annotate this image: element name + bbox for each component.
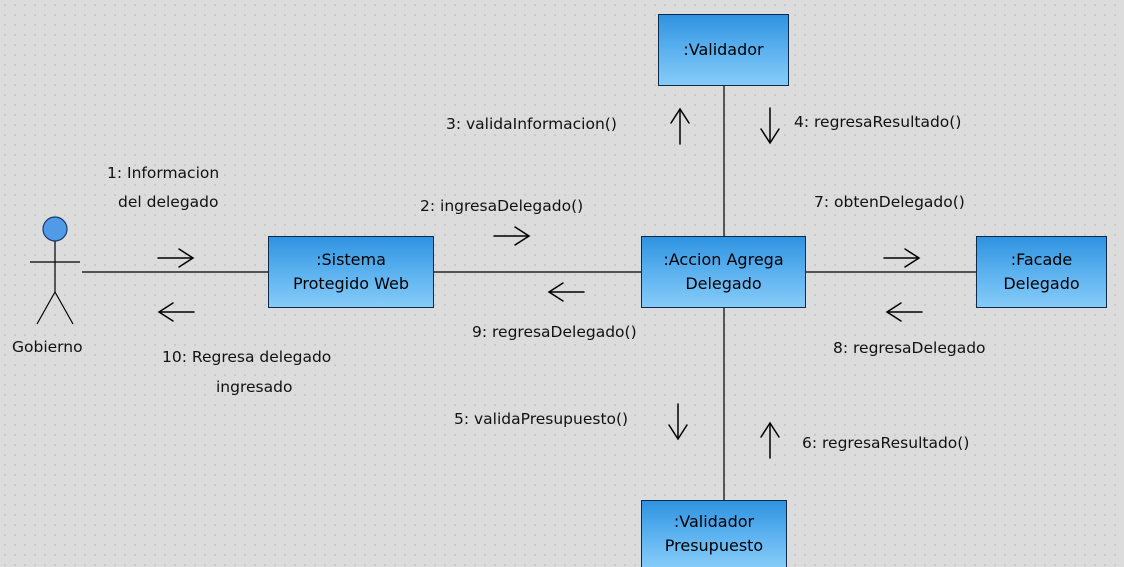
message-7-arrow-right-icon: [883, 248, 921, 268]
message-6-label: 6: regresaResultado(): [802, 434, 970, 452]
object-validador-presupuesto-line1: :Validador: [673, 512, 755, 531]
message-3-arrow-up-icon: [670, 107, 690, 145]
object-accion-agrega-delegado[interactable]: :Accion Agrega Delegado: [641, 236, 806, 308]
message-10-label-line1: 10: Regresa delegado: [162, 348, 332, 366]
message-2-label: 2: ingresaDelegado(): [420, 197, 584, 215]
actor-gobierno-label: Gobierno: [12, 338, 83, 356]
message-6-arrow-up-icon: [760, 421, 780, 459]
message-4-arrow-down-icon: [760, 107, 780, 145]
actor-head: [42, 216, 68, 242]
message-3-label: 3: validaInformacion(): [446, 115, 617, 133]
message-2-arrow-right-icon: [493, 226, 531, 246]
message-10-label-line2: ingresado: [216, 378, 293, 396]
object-sistema-line2: Protegido Web: [292, 274, 409, 293]
message-4-label: 4: regresaResultado(): [794, 113, 962, 131]
message-1-label-line2: del delegado: [118, 193, 219, 211]
object-sistema-protegido-web[interactable]: :Sistema Protegido Web: [268, 236, 434, 308]
object-sistema-line1: :Sistema: [316, 250, 386, 269]
message-8-arrow-left-icon: [885, 302, 923, 322]
object-validador-presupuesto[interactable]: :Validador Presupuesto: [641, 500, 787, 567]
object-accion-line2: Delegado: [685, 274, 762, 293]
message-7-label: 7: obtenDelegado(): [814, 193, 965, 211]
object-facade-line1: :Facade: [1010, 250, 1073, 269]
actor-gobierno-figure: [30, 216, 80, 325]
message-1-arrow-right-icon: [157, 248, 195, 268]
object-facade-delegado[interactable]: :Facade Delegado: [976, 236, 1107, 308]
object-validador[interactable]: :Validador: [658, 14, 789, 86]
message-1-label-line1: 1: Informacion: [107, 164, 220, 182]
object-validador-label: :Validador: [683, 40, 764, 59]
message-8-label: 8: regresaDelegado: [833, 339, 986, 357]
message-5-label: 5: validaPresupuesto(): [454, 410, 629, 428]
message-9-arrow-left-icon: [547, 282, 585, 302]
message-9-label: 9: regresaDelegado(): [472, 323, 637, 341]
object-validador-presupuesto-line2: Presupuesto: [664, 536, 764, 555]
message-10-arrow-left-icon: [157, 302, 195, 322]
object-accion-line1: :Accion Agrega: [663, 250, 784, 269]
message-5-arrow-down-icon: [668, 403, 688, 441]
object-facade-line2: Delegado: [1003, 274, 1080, 293]
